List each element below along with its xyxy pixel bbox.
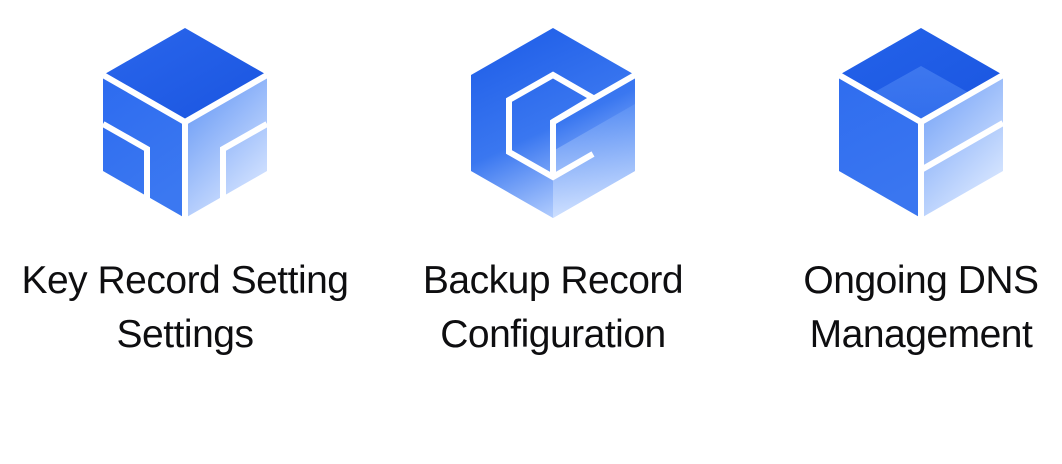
label-line-1: Ongoing DNS — [803, 259, 1039, 302]
label-line-2: Settings — [116, 313, 254, 356]
cube-c-icon — [469, 26, 637, 220]
label-line-2: Configuration — [440, 313, 666, 356]
feature-label: Backup Record Configuration — [368, 254, 738, 362]
label-line-1: Key Record Setting — [21, 259, 349, 302]
feature-backup-record: Backup Record Configuration — [368, 20, 738, 360]
feature-ongoing-dns: Ongoing DNS Management — [736, 20, 1062, 360]
cube-t-icon — [101, 26, 269, 220]
cube-e-icon — [837, 26, 1005, 220]
feature-key-record: Key Record Setting Settings — [0, 20, 370, 360]
label-line-1: Backup Record — [422, 259, 684, 302]
feature-label: Ongoing DNS Management — [736, 254, 1062, 362]
feature-label: Key Record Setting Settings — [0, 254, 370, 362]
label-line-2: Management — [809, 313, 1033, 356]
